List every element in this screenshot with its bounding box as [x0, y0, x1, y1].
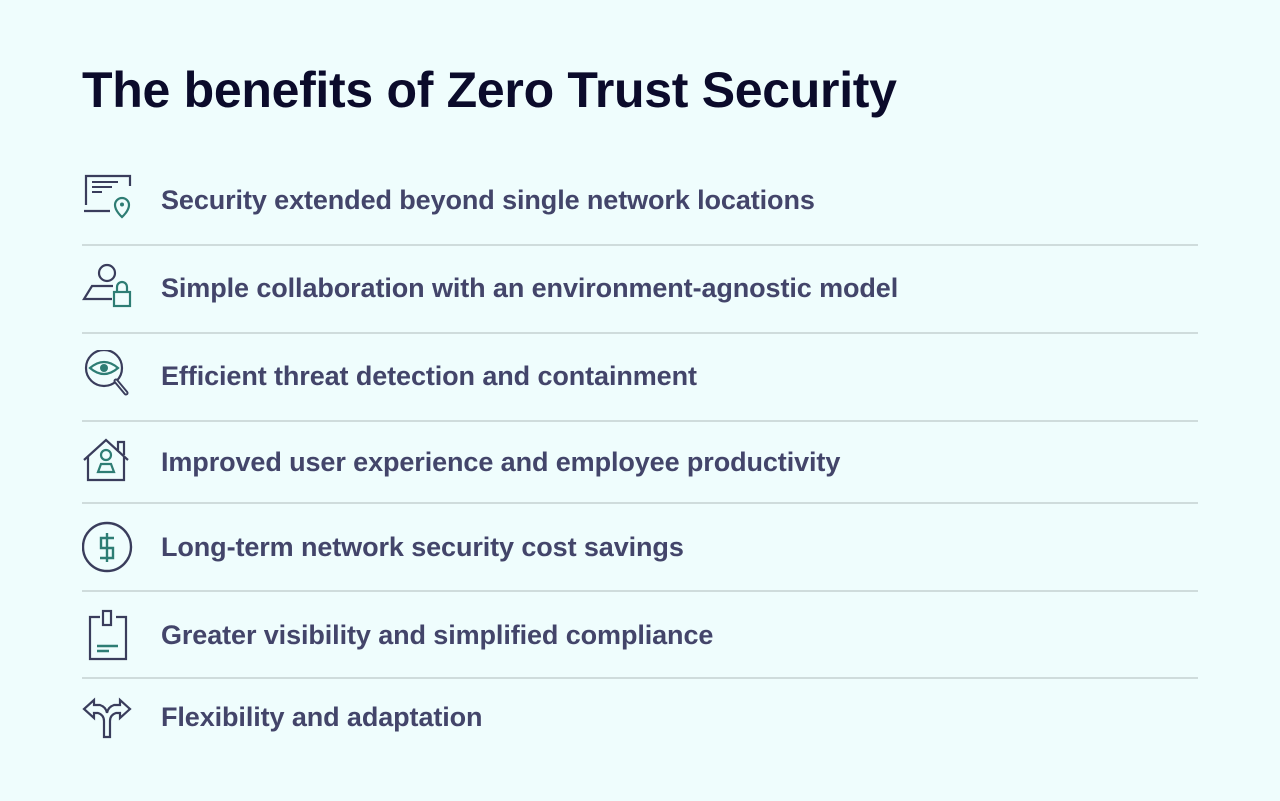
divider: [82, 332, 1198, 334]
benefit-label: Efficient threat detection and containme…: [161, 360, 697, 391]
divider: [82, 590, 1198, 592]
house-user-icon: [82, 436, 134, 488]
benefit-label: Security extended beyond single network …: [161, 184, 815, 215]
divider: [82, 420, 1198, 422]
list-item: Long-term network security cost savings: [82, 521, 1198, 573]
page-title: The benefits of Zero Trust Security: [82, 62, 897, 118]
list-item: Efficient threat detection and containme…: [82, 350, 1198, 402]
user-lock-icon: [82, 262, 134, 314]
dollar-coin-icon: [82, 521, 134, 573]
divider: [82, 244, 1198, 246]
benefit-label: Flexibility and adaptation: [161, 701, 483, 732]
document-location-pin-icon: [82, 174, 134, 226]
list-item: Flexibility and adaptation: [82, 691, 1198, 743]
benefit-label: Long-term network security cost savings: [161, 531, 684, 562]
magnifier-eye-icon: [82, 350, 134, 402]
divider: [82, 502, 1198, 504]
list-item: Improved user experience and employee pr…: [82, 436, 1198, 488]
clipboard-icon: [82, 609, 134, 661]
benefit-label: Improved user experience and employee pr…: [161, 446, 841, 477]
benefit-label: Simple collaboration with an environment…: [161, 272, 899, 303]
list-item: Simple collaboration with an environment…: [82, 262, 1198, 314]
list-item: Security extended beyond single network …: [82, 174, 1198, 226]
split-arrows-icon: [82, 691, 134, 743]
list-item: Greater visibility and simplified compli…: [82, 609, 1198, 661]
divider: [82, 677, 1198, 679]
benefit-label: Greater visibility and simplified compli…: [161, 619, 714, 650]
